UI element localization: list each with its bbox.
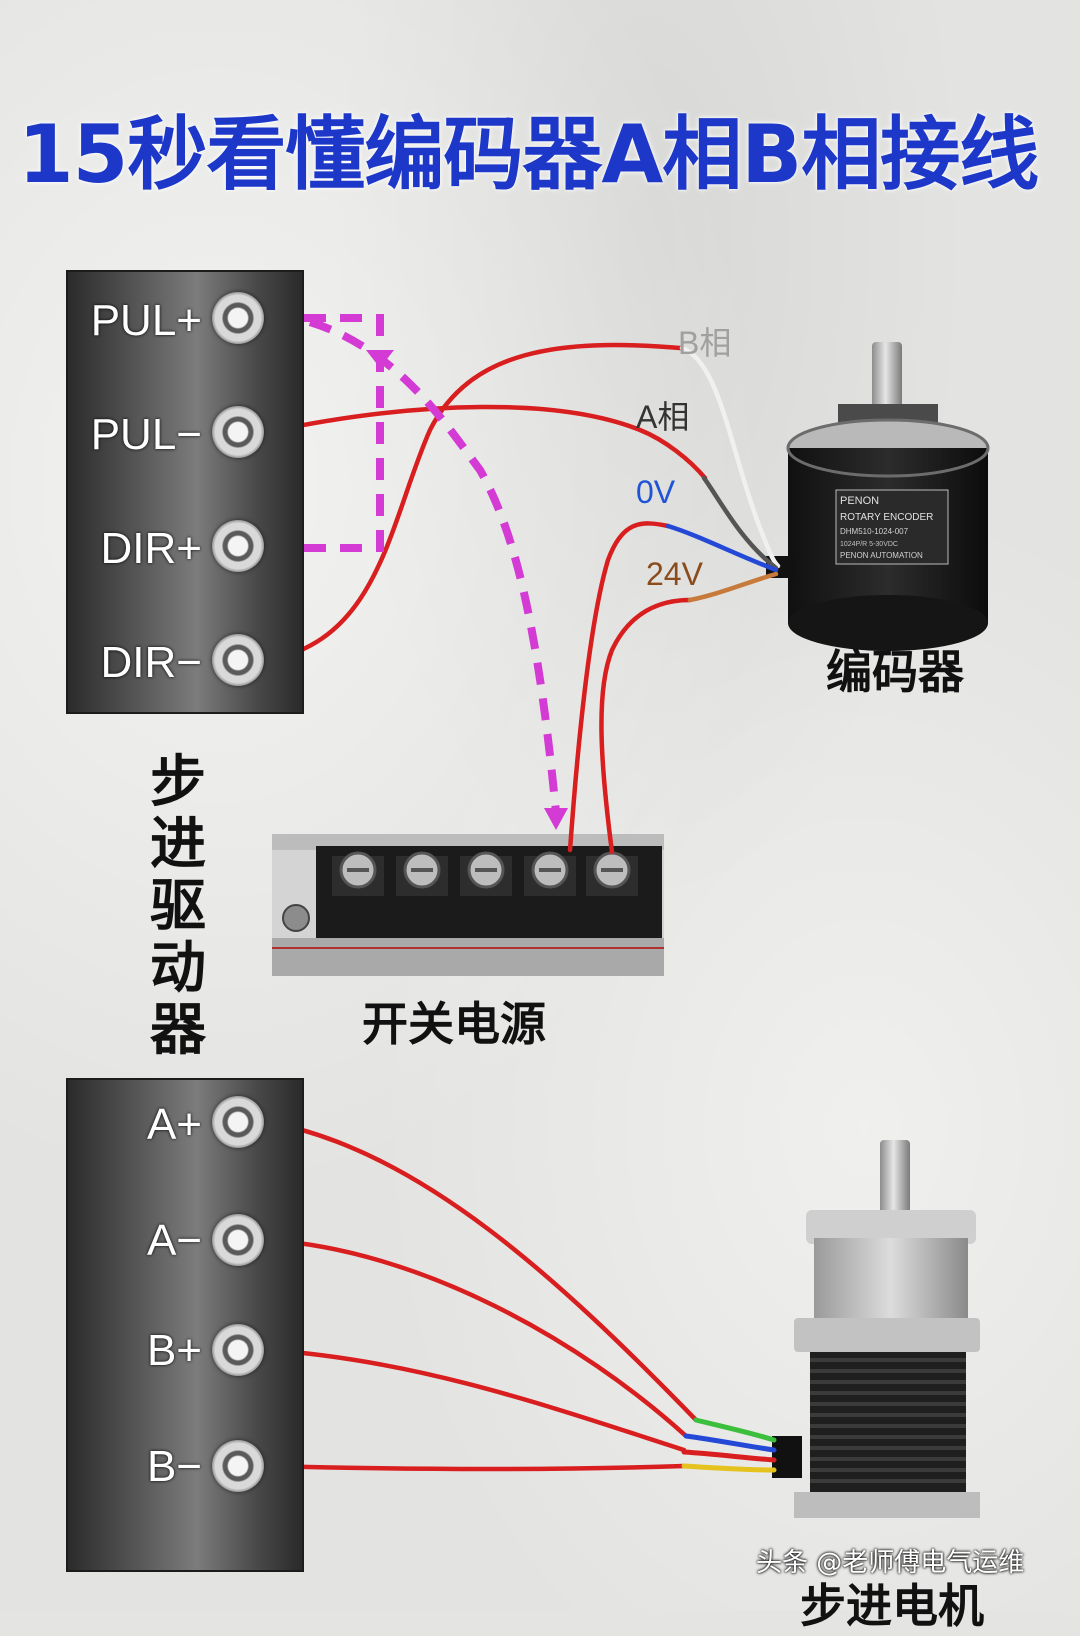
motor-shaft	[880, 1140, 910, 1220]
motor-rib	[810, 1369, 966, 1373]
terminal-b-minus	[212, 1440, 264, 1492]
motor-rib	[810, 1413, 966, 1417]
wire-psu-to-0v	[567, 521, 671, 853]
motor-rib	[810, 1446, 966, 1450]
lead-0v-blue	[665, 523, 779, 573]
page-title: 15秒看懂编码器A相B相接线	[18, 108, 1039, 201]
motor-rib	[810, 1468, 966, 1472]
terminal-pul-plus	[212, 292, 264, 344]
terminal-a-minus	[212, 1214, 264, 1266]
wire-a-plus	[265, 1119, 699, 1423]
encoder-model-text: ROTARY ENCODER	[840, 512, 933, 523]
jumper-pul-plus-to-psu	[308, 318, 560, 813]
rotary-encoder: PENON ROTARY ENCODER DHM510-1024-007 102…	[766, 342, 990, 651]
lead-a-phase-grey	[701, 475, 779, 571]
encoder-brand-text: PENON	[840, 495, 879, 507]
lead-b-phase-white	[679, 345, 781, 569]
terminal-pul-minus	[212, 406, 264, 458]
pin-label-dir-plus: DIR+	[100, 524, 202, 573]
encoder-maker-text: PENON AUTOMATION	[840, 551, 923, 560]
motor-rib	[810, 1402, 966, 1406]
terminal-dir-plus	[212, 520, 264, 572]
wire-a-minus	[265, 1237, 689, 1439]
motor-rib	[810, 1358, 966, 1362]
encoder-shaft	[872, 342, 902, 422]
encoder-caption: 编码器	[826, 645, 964, 699]
encoder-leads	[665, 345, 781, 603]
wire-label-24v: 24V	[646, 556, 703, 592]
terminal-a-plus	[212, 1096, 264, 1148]
driver-caption: 步进驱动器	[150, 750, 206, 1063]
stepper-motor-caption: 步进电机	[800, 1579, 984, 1633]
watermark: 头条 @老师傅电气运维	[756, 1548, 1025, 1578]
wire-label-b-phase: B相	[678, 325, 732, 361]
pin-label-b-plus: B+	[146, 1326, 202, 1375]
wire-label-0v: 0V	[636, 474, 676, 510]
motor-rib	[810, 1457, 966, 1461]
dashed-jumpers	[268, 314, 560, 813]
jumper-pul-plus-dir-plus	[268, 314, 384, 552]
motor-colored-leads	[681, 1417, 777, 1473]
stepper-driver-motor-panel: A+ A− B+ B−	[66, 1078, 304, 1572]
wire-label-a-phase: A相	[636, 399, 690, 435]
terminal-b-plus	[212, 1324, 264, 1376]
wire-b-plus	[265, 1347, 687, 1453]
stepper-motor	[772, 1140, 980, 1518]
encoder-part-text: DHM510-1024-007	[840, 527, 909, 536]
motor-red-wires	[265, 1119, 699, 1472]
pin-label-a-plus: A+	[146, 1100, 202, 1149]
motor-rib	[810, 1424, 966, 1428]
switching-power-supply	[272, 834, 664, 976]
motor-rib	[810, 1479, 966, 1483]
jumper-arrow-1	[366, 350, 394, 368]
wire-psu-to-24v	[599, 597, 693, 855]
jumper-arrow-2	[544, 808, 568, 830]
motor-gearbox	[814, 1238, 968, 1318]
encoder-spec-text: 1024P/R 5-30VDC	[840, 541, 898, 548]
wire-b-minus	[265, 1463, 687, 1472]
motor-rib	[810, 1380, 966, 1384]
power-supply-caption: 开关电源	[362, 997, 546, 1051]
top-red-wires	[265, 342, 708, 855]
motor-rib	[810, 1391, 966, 1395]
pin-label-pul-minus: PUL−	[90, 410, 202, 459]
terminal-dir-minus	[212, 634, 264, 686]
lead-24v-orange	[687, 571, 779, 603]
wire-dir-minus-to-b-phase	[265, 342, 683, 663]
pin-label-pul-plus: PUL+	[90, 296, 202, 345]
stepper-driver-signal-panel: PUL+ PUL− DIR+ DIR−	[66, 270, 304, 714]
pin-label-dir-minus: DIR−	[100, 638, 202, 687]
motor-rib	[810, 1435, 966, 1439]
wire-pul-minus-to-a-phase	[265, 404, 708, 481]
pin-label-b-minus: B−	[146, 1442, 202, 1491]
motor-lead-exit	[772, 1436, 802, 1478]
pin-label-a-minus: A−	[146, 1216, 202, 1265]
